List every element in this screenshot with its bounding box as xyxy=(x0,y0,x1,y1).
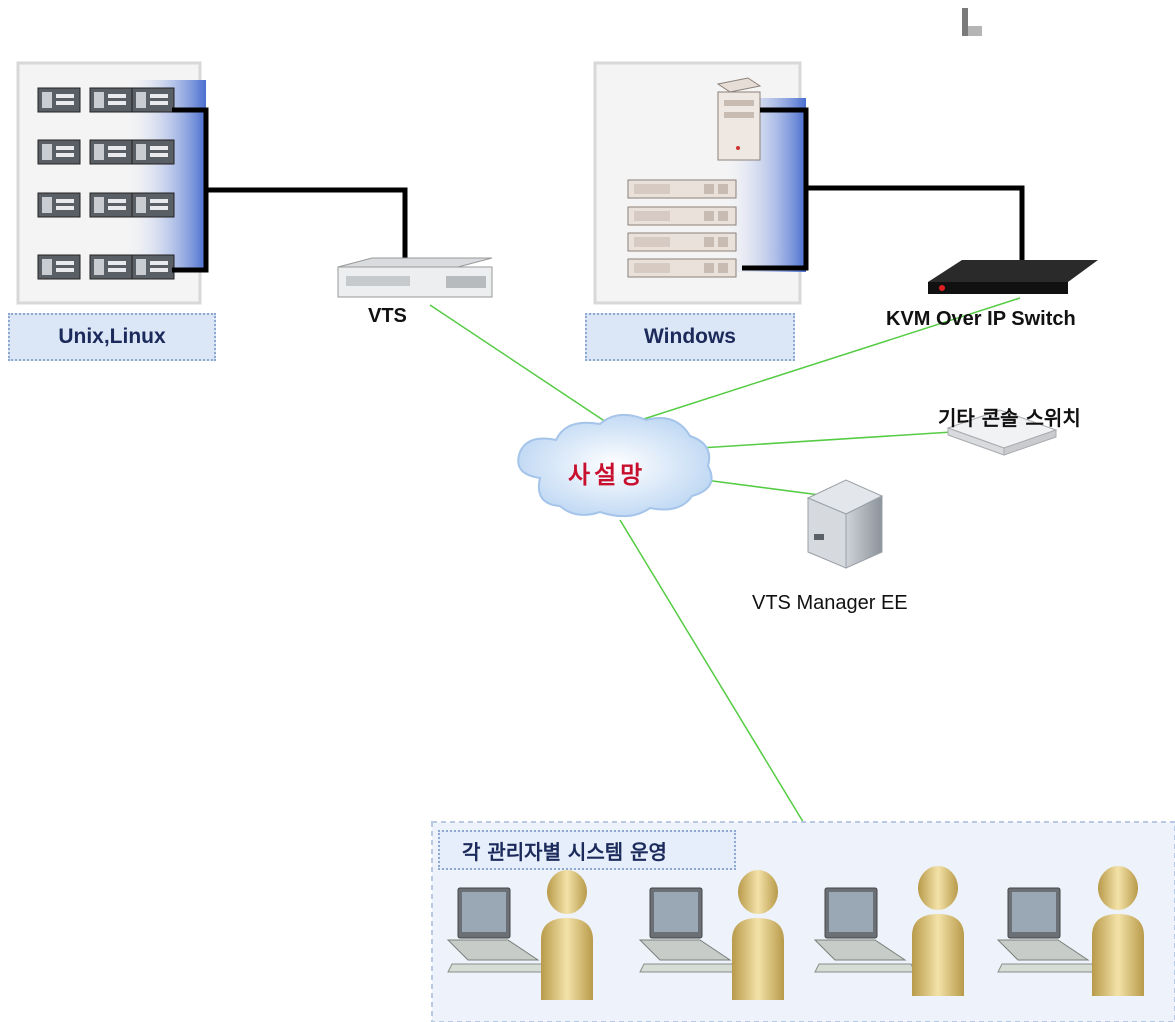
tower-server-icon xyxy=(806,479,884,569)
person-icon xyxy=(912,866,964,996)
windows-label: Windows xyxy=(585,313,795,361)
unix-linux-rack-group xyxy=(16,61,408,305)
decorative-mark xyxy=(962,8,982,36)
unix-linux-label: Unix,Linux xyxy=(8,313,216,361)
private-network-label: 사설망 xyxy=(568,461,647,489)
vts-manager-label: VTS Manager EE xyxy=(752,592,908,614)
tower-server-icon xyxy=(716,77,762,161)
windows-server-group xyxy=(593,61,1025,305)
person-icon xyxy=(541,870,593,1000)
network-links xyxy=(429,297,1021,826)
cloud-icon xyxy=(517,413,713,518)
person-icon xyxy=(1092,866,1144,996)
kvm-switch-icon xyxy=(928,260,1098,294)
console-switch-icon xyxy=(946,409,1058,456)
kvm-switch-label: KVM Over IP Switch xyxy=(886,308,1076,330)
person-icon xyxy=(732,870,784,1000)
operator-group-title: 각 관리자별 시스템 운영 xyxy=(438,830,736,870)
vts-label: VTS xyxy=(368,305,407,327)
console-server-icon xyxy=(337,257,493,298)
other-console-switch-label: 기타 콘솔 스위치 xyxy=(938,406,1081,430)
